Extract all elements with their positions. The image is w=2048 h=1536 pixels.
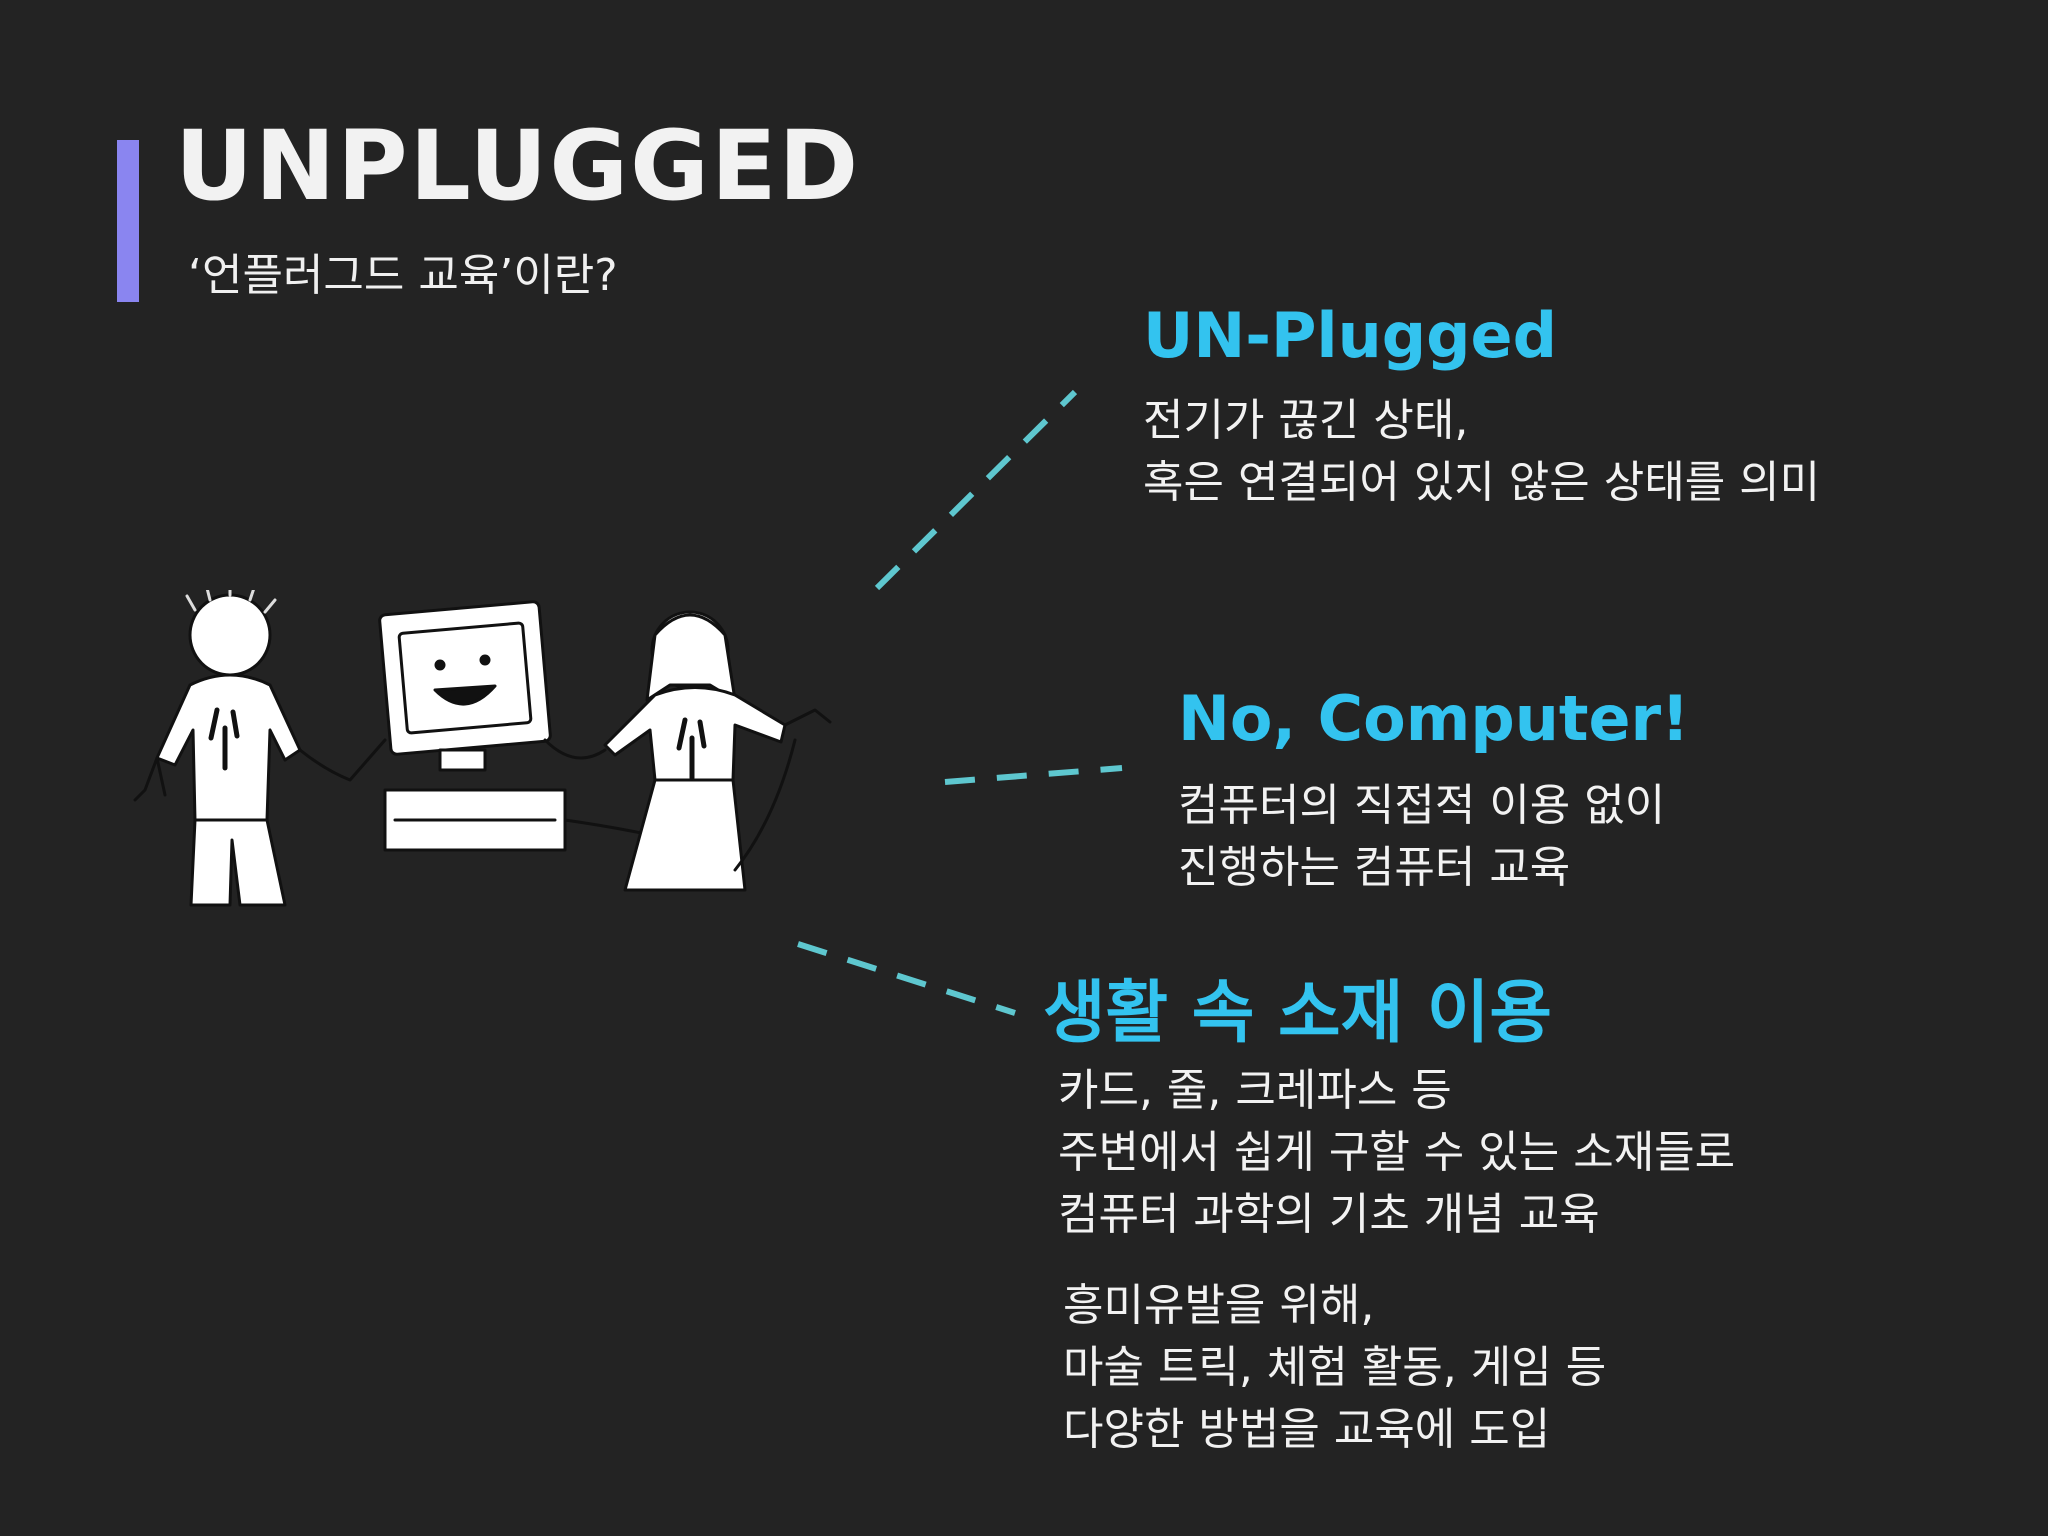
kids-computer-illustration bbox=[133, 590, 832, 907]
girl-figure bbox=[603, 610, 832, 892]
desc-line: 혹은 연결되어 있지 않은 상태를 의미 bbox=[1143, 457, 1821, 508]
desc-no-computer: 컴퓨터의 직접적 이용 없이 진행하는 컴퓨터 교육 bbox=[1178, 775, 1665, 899]
heading-no-computer: No, Computer! bbox=[1178, 682, 1690, 755]
page-title: UNPLUGGED bbox=[175, 110, 861, 222]
desc-line: 진행하는 컴퓨터 교육 bbox=[1178, 842, 1571, 893]
desc-line: 마술 트릭, 체험 활동, 게임 등 bbox=[1063, 1342, 1607, 1393]
heading-unplugged: UN-Plugged bbox=[1143, 299, 1557, 372]
desc-line: 컴퓨터 과학의 기초 개념 교육 bbox=[1058, 1189, 1600, 1240]
desc-line: 카드, 줄, 크레파스 등 bbox=[1058, 1065, 1452, 1116]
desc-line: 흥미유발을 위해, bbox=[1063, 1280, 1375, 1331]
desc-everyday-materials: 카드, 줄, 크레파스 등 주변에서 쉽게 구할 수 있는 소재들로 컴퓨터 과… bbox=[1058, 1060, 1735, 1246]
boy-figure bbox=[133, 590, 302, 907]
heading-everyday-materials: 생활 속 소재 이용 bbox=[1043, 974, 1552, 1053]
connector-line-unplugged bbox=[874, 389, 1078, 591]
desc-line: 전기가 끊긴 상태, bbox=[1143, 395, 1469, 446]
title-accent-bar bbox=[117, 140, 139, 302]
computer-figure bbox=[378, 600, 697, 852]
connector-line-no-computer bbox=[944, 765, 1123, 785]
boy-head bbox=[188, 593, 272, 677]
page-subtitle: ‘언플러그드 교육’이란? bbox=[188, 250, 618, 301]
desc-motivation: 흥미유발을 위해, 마술 트릭, 체험 활동, 게임 등 다양한 방법을 교육에… bbox=[1063, 1275, 1606, 1461]
desc-line: 다양한 방법을 교육에 도입 bbox=[1063, 1404, 1551, 1455]
desc-unplugged: 전기가 끊긴 상태, 혹은 연결되어 있지 않은 상태를 의미 bbox=[1143, 390, 1820, 514]
desc-line: 주변에서 쉽게 구할 수 있는 소재들로 bbox=[1058, 1127, 1736, 1178]
desc-line: 컴퓨터의 직접적 이용 없이 bbox=[1178, 780, 1666, 831]
connector-line-materials bbox=[797, 941, 1016, 1016]
